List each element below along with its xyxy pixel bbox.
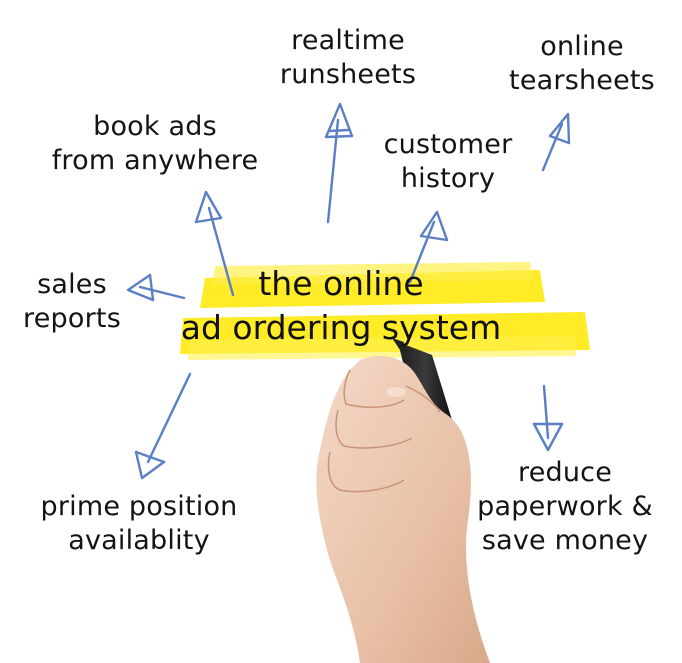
arrow-customer-history bbox=[408, 210, 449, 284]
label-reduce-paperwork: reduce paperwork & save money bbox=[477, 457, 653, 556]
label-sales-reports: sales reports bbox=[23, 269, 121, 334]
label-prime-position: prime position availablity bbox=[40, 491, 238, 556]
arrow-reduce-paperwork bbox=[532, 384, 564, 452]
label-realtime-runsheets: realtime runsheets bbox=[279, 25, 417, 90]
arrow-online-tearsheets bbox=[541, 112, 571, 172]
label-book-ads: book ads from anywhere bbox=[51, 111, 259, 176]
label-online-tearsheets: online tearsheets bbox=[509, 31, 655, 96]
arrow-sales-reports bbox=[126, 273, 186, 302]
central-title-line-2: ad ordering system bbox=[180, 308, 502, 347]
central-title: the online ad ordering system bbox=[0, 262, 682, 350]
hand-icon bbox=[316, 356, 490, 663]
central-title-line-1: the online bbox=[258, 264, 424, 303]
label-customer-history: customer history bbox=[383, 129, 513, 194]
arrow-realtime-runsheets bbox=[324, 102, 354, 224]
arrow-book-ads bbox=[194, 190, 235, 297]
arrow-prime-position bbox=[134, 372, 192, 480]
